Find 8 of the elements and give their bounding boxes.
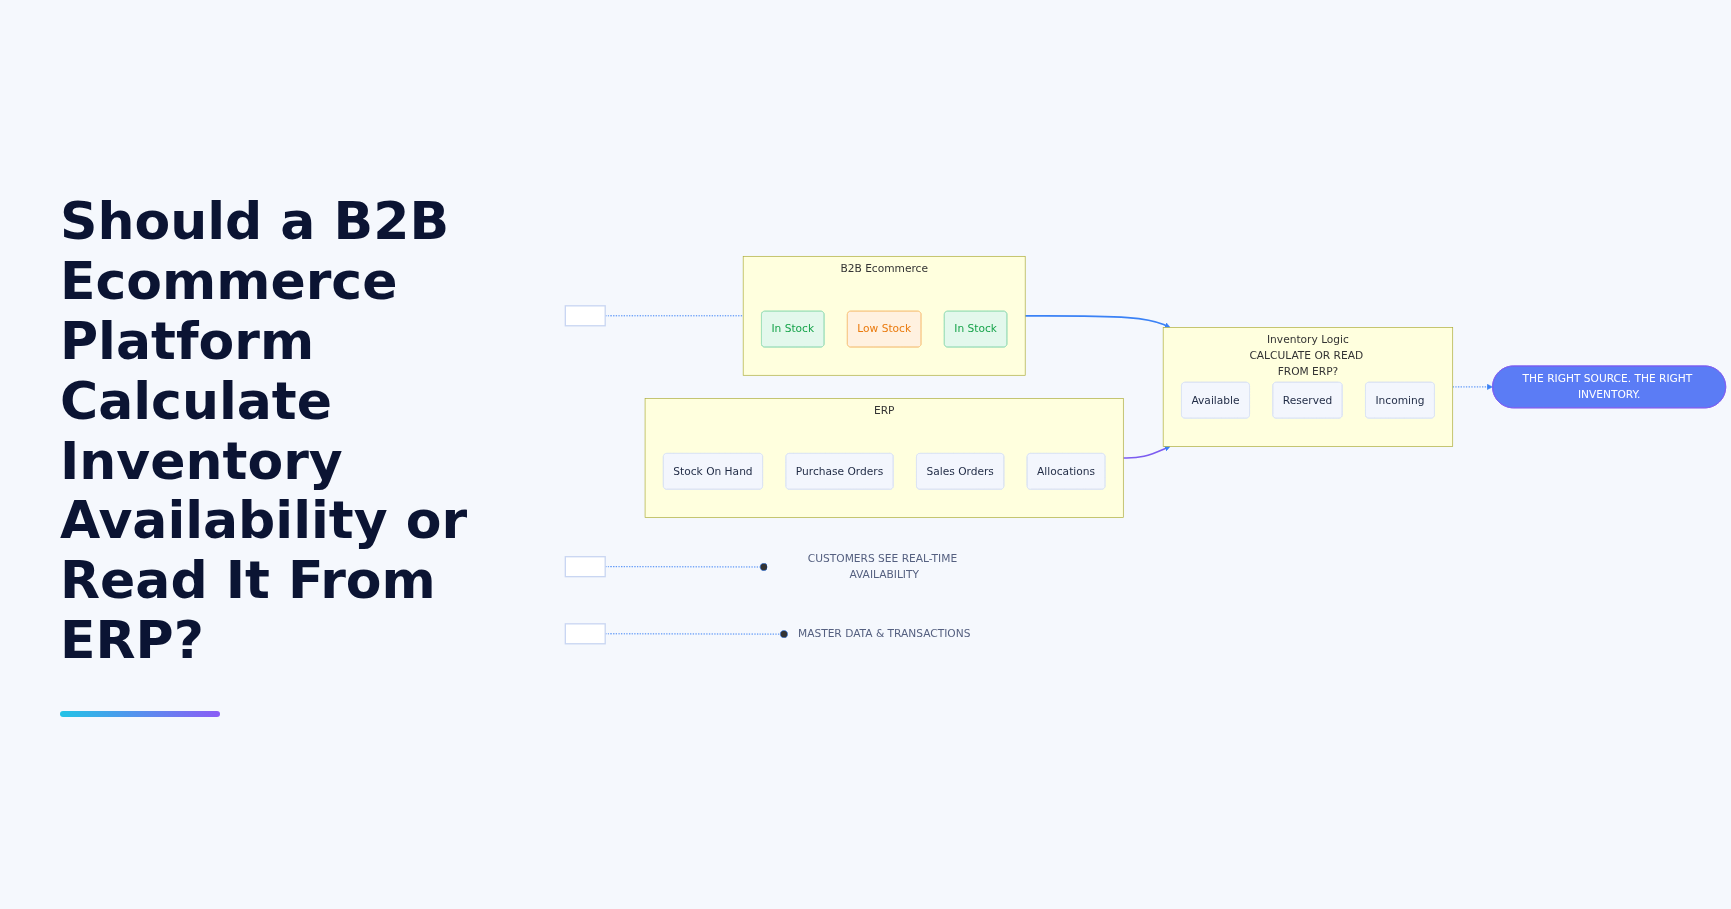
arrow — [1122, 446, 1171, 460]
node-box — [564, 623, 606, 645]
node-text: MASTER DATA & TRANSACTIONS — [797, 627, 971, 641]
arrow — [1024, 315, 1171, 329]
node-text: CUSTOMERS SEE REAL-TIME AVAILABILITY — [807, 552, 958, 582]
node-box — [564, 556, 606, 578]
node-box — [564, 305, 606, 327]
title: Should a B2B Ecommerce Platform Calculate Inventory Availability or Read It From ERP? — [60, 192, 469, 671]
